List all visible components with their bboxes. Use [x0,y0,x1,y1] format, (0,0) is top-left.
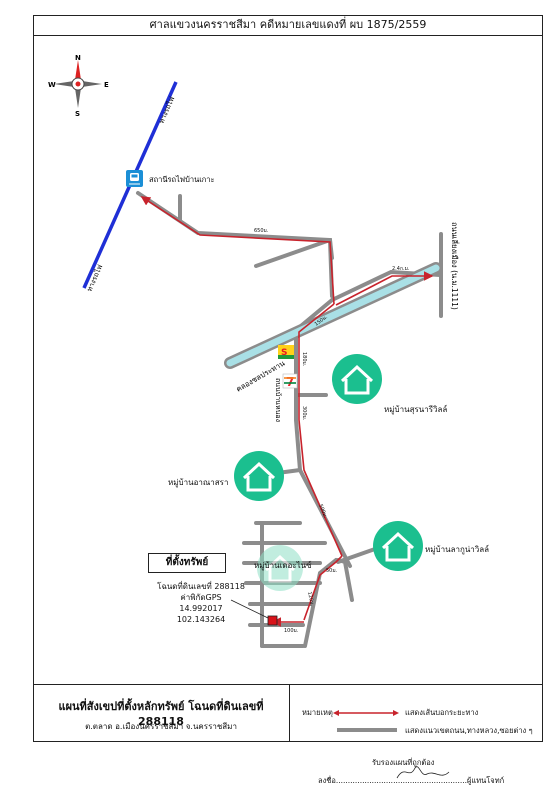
distance-label: 2.4ก.ม. [392,266,410,272]
house-icon [373,521,423,571]
train-station-icon [126,170,143,187]
village-label: หมู่บ้านลากูน่าวิลล์ [425,545,490,554]
distance-label: 500ม. [317,504,328,520]
distance-label: 100ม. [284,628,299,634]
seven-eleven-logo: 7 [282,373,298,389]
property-gps-label: ค่าพิกัดGPS [180,593,222,602]
property-title: ที่ตั้งทรัพย์ [165,557,209,568]
property-info: โฉนดที่ดินเลขที่ 288118 ค่าพิกัดGPS 14.9… [141,581,261,625]
compass-n: N [75,54,81,62]
canal [224,262,442,369]
legend-road-label: แสดงแนวเขตถนน,ทางหลวง,ซอยต่าง ๆ [405,726,533,735]
distance-label: 650ม. [254,228,269,234]
property-pointer-line [230,599,269,619]
village-label: หมู่บ้านเดอะไนซ์ [254,561,312,570]
house-icon [234,451,284,501]
signature-line: ลงชื่อ..................................… [318,776,505,785]
certify-line: รับรองแผนที่ถูกต้อง [372,758,435,767]
legend-note-label: หมายเหตุ [302,708,333,717]
map-title: แผนที่สังเขปที่ตั้งหลักทรัพย์ โฉนดที่ดิน… [58,700,264,728]
svg-text:S: S [281,348,287,358]
village-label: หมู่บ้านอาณาสรา [168,478,229,487]
property-deed: โฉนดที่ดินเลขที่ 288118 [157,582,245,591]
railway-label-1: ทางรถไฟ [157,95,177,125]
house-icon [257,545,303,591]
station-label: สถานีรถไฟบ้านเกาะ [149,175,215,184]
highway-label: ถนนเลี่ยงเมือง (น.ม.1111) [450,222,460,310]
property-lon: 102.143264 [176,615,226,624]
legend-road-swatch [337,728,397,732]
gas-station-logo: S [278,345,294,359]
signature-mark [396,766,450,779]
compass-e: E [104,81,109,89]
legend-divider [33,684,543,685]
property-title-box: ที่ตั้งทรัพย์ [148,553,226,573]
legend-divider-vertical [289,684,290,742]
road-nong-label: ถนนบ้านหนอง [274,378,282,422]
village-label: หมู่บ้านสุรนารีวิลล์ [384,405,448,414]
route-path [140,196,434,627]
compass-icon: N S W E [48,54,109,118]
compass-s: S [75,110,80,118]
map-location: ต.ตลาด อ.เมืองนครราชสีมา จ.นครราชสีมา [85,722,237,731]
distance-label: 180ม. [301,352,307,367]
legend-route-label: แสดงเส้นบอกระยะทาง [405,708,479,717]
compass-w: W [48,81,56,89]
distance-label: 300ม. [301,406,307,421]
legend-route-arrow [333,710,399,716]
house-icon [332,354,382,404]
property-marker [267,615,278,626]
header-title: ศาลแขวงนครราชสีมา คดีหมายเลขแดงที่ ผบ 18… [33,15,543,36]
distance-label: 120ม. [306,591,315,607]
map-frame [33,15,543,742]
property-lat: 14.992017 [179,604,223,613]
distance-label: 50ม. [326,568,338,574]
